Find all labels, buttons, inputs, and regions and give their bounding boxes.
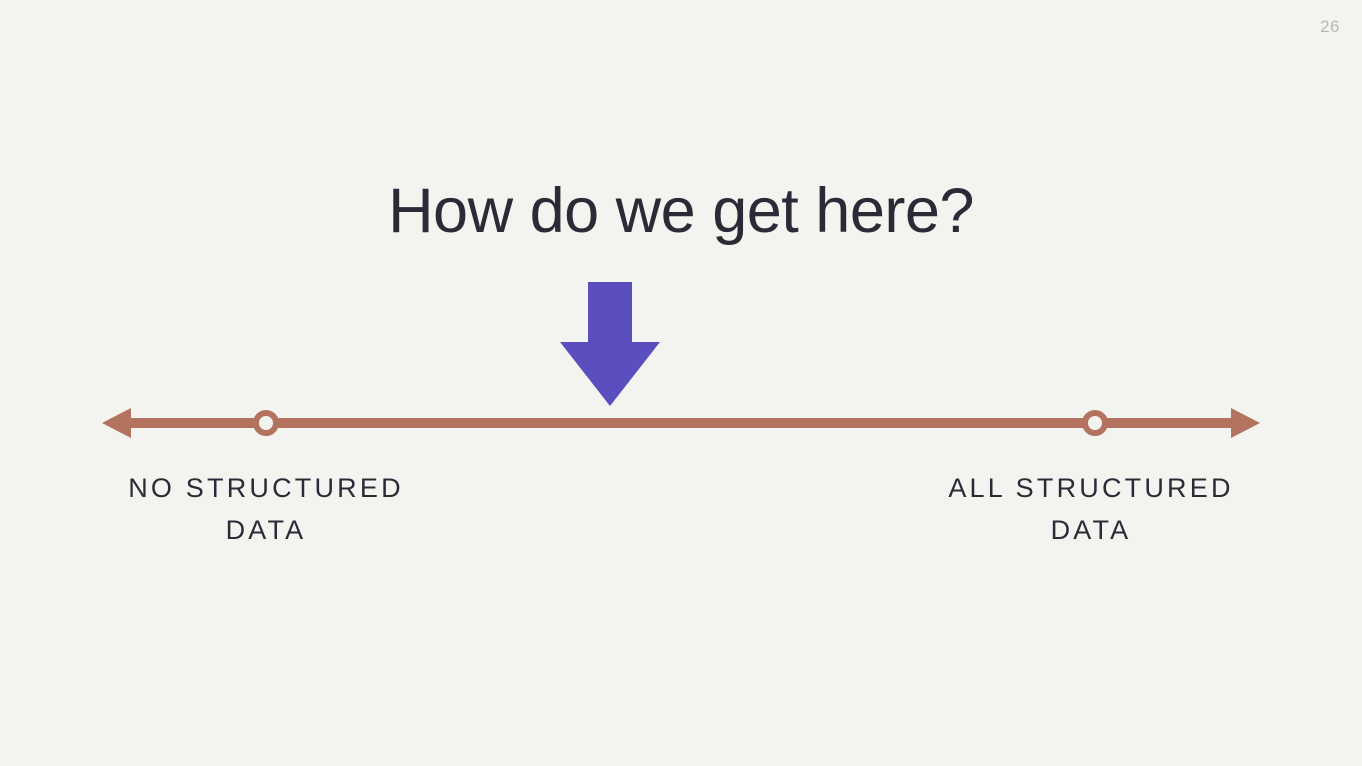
spectrum-right-arrowhead xyxy=(1231,408,1260,438)
spectrum-label-left: NO STRUCTURED DATA xyxy=(56,468,476,552)
spectrum-marker-all-structured-data xyxy=(1082,410,1108,436)
spectrum-label-left-line2: DATA xyxy=(225,514,307,545)
page-number: 26 xyxy=(1320,17,1340,36)
spectrum-left-arrowhead xyxy=(102,408,131,438)
spectrum-label-right-line1: ALL STRUCTURED xyxy=(948,473,1234,503)
spectrum-label-right: ALL STRUCTURED DATA xyxy=(881,468,1301,552)
page-title: How do we get here? xyxy=(388,176,974,246)
spectrum-marker-no-structured-data xyxy=(253,410,279,436)
spectrum-label-left-line1: NO STRUCTURED xyxy=(128,473,404,503)
spectrum-label-right-line2: DATA xyxy=(1050,514,1132,545)
down-arrow-icon xyxy=(558,280,662,408)
structured-data-spectrum xyxy=(0,404,1362,442)
